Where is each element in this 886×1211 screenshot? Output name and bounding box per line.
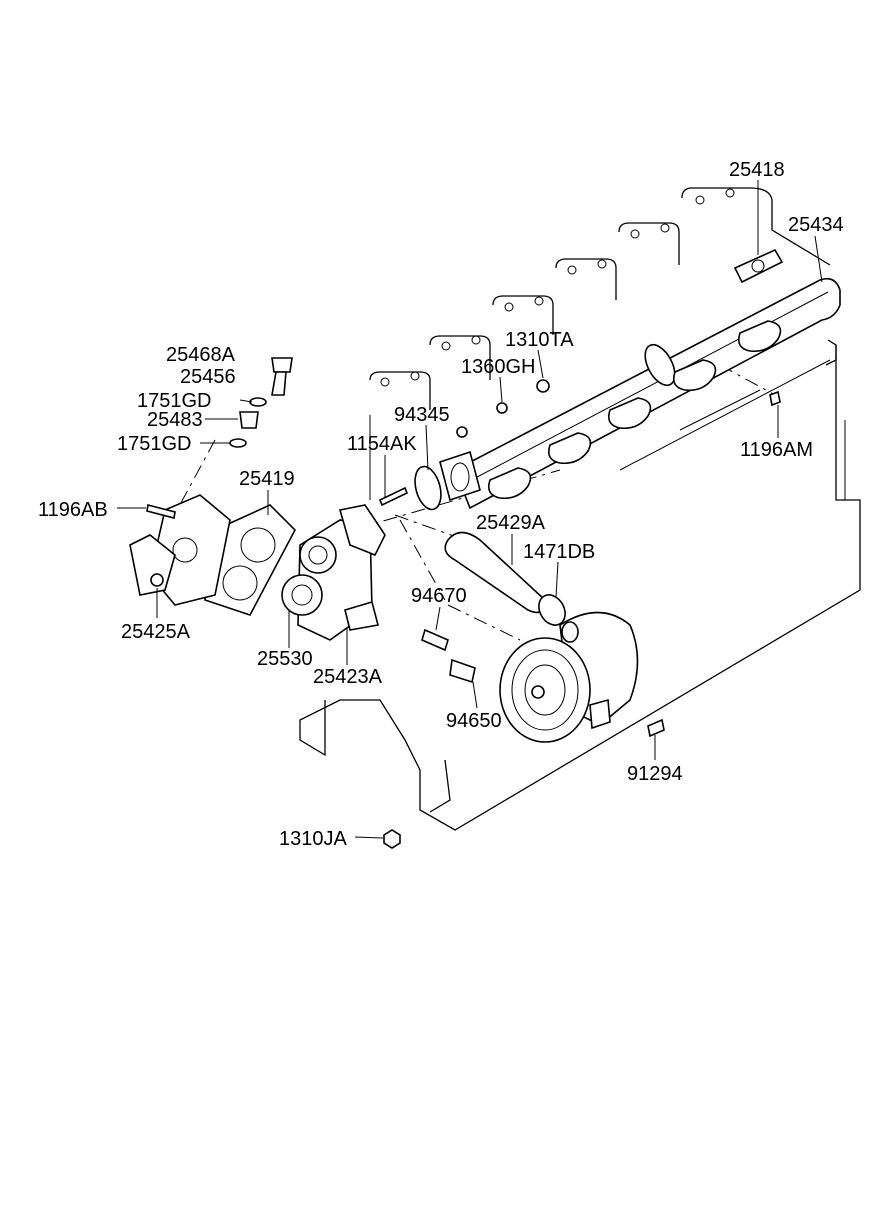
label-25434: 25434	[788, 214, 844, 236]
sensor-94650	[449, 658, 476, 684]
label-1196AB: 1196AB	[38, 499, 108, 521]
label-1310JA: 1310JA	[279, 828, 347, 850]
label-91294: 91294	[627, 763, 683, 785]
label-94670: 94670	[411, 585, 467, 607]
bolt-1196AM	[769, 390, 781, 407]
label-25456: 25456	[180, 366, 236, 388]
sensor-94670	[421, 628, 449, 652]
label-25429A: 25429A	[476, 512, 546, 534]
label-25468A: 25468A	[166, 344, 236, 366]
thermostat-cover	[129, 494, 231, 606]
label-1360GH: 1360GH	[461, 356, 536, 378]
engine-block	[149, 187, 861, 831]
clip-91294	[647, 718, 665, 738]
label-25530: 25530	[257, 648, 313, 670]
bolt-1196AB	[146, 504, 176, 519]
label-25419: 25419	[239, 468, 295, 490]
label-25423A: 25423A	[313, 666, 383, 688]
label-1154AK: 1154AK	[347, 433, 417, 455]
nut-1310TA	[536, 379, 550, 393]
stud-1154AK	[378, 486, 409, 507]
label-25418: 25418	[729, 159, 785, 181]
gasket-94345	[414, 465, 442, 511]
label-1196AM: 1196AM	[740, 439, 813, 461]
label-1471DB: 1471DB	[523, 541, 595, 563]
label-1751GD-top: 1751GD	[137, 390, 212, 412]
label-94345: 94345	[394, 404, 450, 426]
label-25483: 25483	[147, 409, 203, 431]
part-labels: 25418 25434 25468A 1310TA 25456 1360GH 1…	[38, 159, 844, 850]
water-manifold-pipe	[439, 248, 841, 510]
label-1310TA: 1310TA	[505, 329, 574, 351]
bolt-stack	[229, 357, 293, 448]
leader-lines	[117, 180, 823, 839]
washer-1360GH	[496, 402, 508, 414]
label-25425A: 25425A	[121, 621, 191, 643]
label-1751GD-bottom: 1751GD	[117, 433, 192, 455]
water-pump	[499, 611, 639, 743]
nut-1310JA	[383, 829, 401, 849]
label-94650: 94650	[446, 710, 502, 732]
thermostat-housing	[281, 504, 386, 641]
clamp-1471DB	[538, 594, 566, 626]
